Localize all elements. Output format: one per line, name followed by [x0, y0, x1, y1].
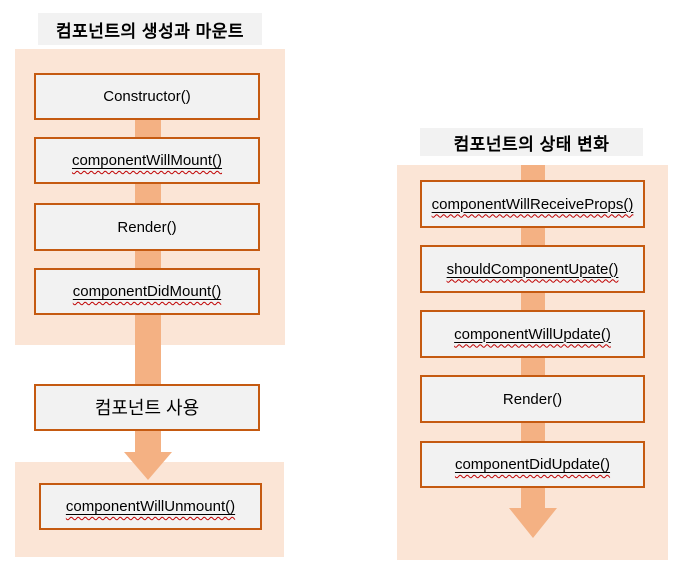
box-constructor: Constructor(): [34, 73, 260, 120]
box-component-will-unmount: componentWillUnmount() componentWillUnmo…: [39, 483, 262, 530]
mount-flow-title-text: 컴포넌트의 생성과 마운트: [56, 21, 244, 41]
box-render-update: Render(): [420, 375, 645, 423]
box-label: componentWillReceiveProps() componentWil…: [431, 195, 634, 213]
box-component-will-receive-props: componentWillReceiveProps() componentWil…: [420, 180, 645, 228]
box-label: componentDidUpdate() componentDidUpdate(…: [454, 456, 611, 473]
box-component-did-mount: componentDidMount() componentDidMount(): [34, 268, 260, 315]
box-should-component-update: shouldComponentUpate() shouldComponentUp…: [420, 245, 645, 293]
mount-flow-title: 컴포넌트의 생성과 마운트: [38, 13, 262, 45]
box-label: componentWillUpdate() componentWillUpdat…: [454, 325, 611, 343]
box-label: componentWillMount() componentWillMount(…: [71, 152, 223, 169]
box-render-mount: Render(): [34, 203, 260, 251]
down-arrow-head-right-icon: [509, 508, 557, 538]
box-label: componentDidMount() componentDidMount(): [72, 283, 222, 300]
box-label: Render(): [502, 390, 563, 408]
box-label: Render(): [117, 218, 177, 236]
box-label: shouldComponentUpate() shouldComponentUp…: [446, 260, 619, 278]
box-component-did-update: componentDidUpdate() componentDidUpdate(…: [420, 441, 645, 488]
update-flow-title: 컴포넌트의 상태 변화: [420, 128, 643, 156]
update-flow-title-text: 컴포넌트의 상태 변화: [453, 134, 610, 154]
box-label: componentWillUnmount() componentWillUnmo…: [65, 498, 236, 515]
down-arrow-head-left-icon: [124, 452, 172, 480]
box-component-will-mount: componentWillMount() componentWillMount(…: [34, 137, 260, 184]
box-label: Constructor(): [103, 88, 191, 105]
box-component-will-update: componentWillUpdate() componentWillUpdat…: [420, 310, 645, 358]
box-component-use: 컴포넌트 사용: [34, 384, 260, 431]
box-label: 컴포넌트 사용: [94, 397, 200, 418]
